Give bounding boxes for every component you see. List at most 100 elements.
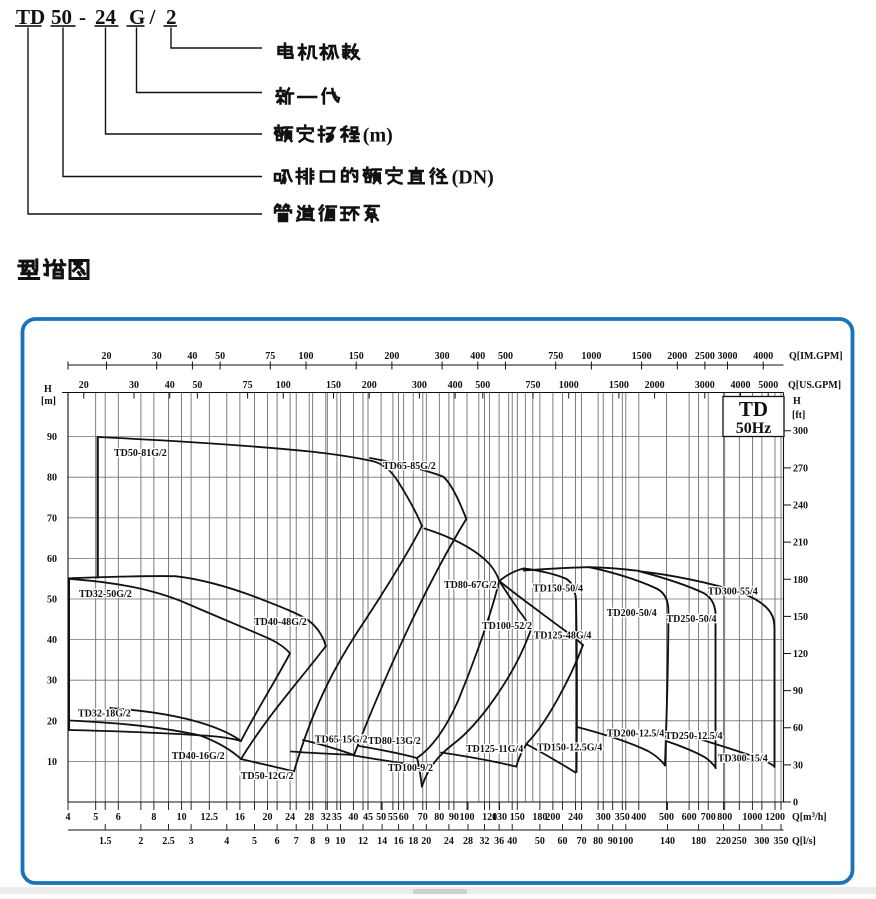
svg-text:40: 40 bbox=[187, 351, 197, 362]
svg-text:90: 90 bbox=[449, 812, 459, 823]
svg-text:35: 35 bbox=[332, 812, 342, 823]
svg-text:300: 300 bbox=[412, 380, 427, 391]
svg-text:[m]: [m] bbox=[41, 396, 56, 407]
svg-text:220: 220 bbox=[716, 836, 731, 847]
svg-text:70: 70 bbox=[418, 812, 428, 823]
svg-text:400: 400 bbox=[631, 812, 646, 823]
svg-text:300: 300 bbox=[754, 836, 769, 847]
svg-text:350: 350 bbox=[774, 836, 789, 847]
svg-text:50: 50 bbox=[376, 812, 386, 823]
svg-text:TD125-11G/4: TD125-11G/4 bbox=[466, 744, 523, 755]
svg-text:TD150-50/4: TD150-50/4 bbox=[533, 584, 583, 595]
svg-text:120: 120 bbox=[793, 649, 808, 660]
svg-text:7: 7 bbox=[294, 836, 299, 847]
svg-text:80: 80 bbox=[593, 836, 603, 847]
svg-text:TD: TD bbox=[16, 5, 45, 29]
svg-text:TD32-18G/2: TD32-18G/2 bbox=[78, 709, 131, 720]
svg-text:9: 9 bbox=[325, 836, 330, 847]
svg-text:TD150-12.5G/4: TD150-12.5G/4 bbox=[537, 743, 602, 754]
svg-text:Q[l/s]: Q[l/s] bbox=[792, 836, 816, 847]
svg-text:3: 3 bbox=[189, 836, 194, 847]
svg-text:30: 30 bbox=[47, 676, 57, 687]
svg-text:32: 32 bbox=[321, 812, 331, 823]
svg-text:90: 90 bbox=[608, 836, 618, 847]
svg-text:240: 240 bbox=[793, 501, 808, 512]
svg-text:24: 24 bbox=[95, 5, 117, 29]
svg-text:10: 10 bbox=[335, 836, 345, 847]
svg-text:36: 36 bbox=[494, 836, 504, 847]
svg-text:1000: 1000 bbox=[581, 351, 601, 362]
svg-text:4000: 4000 bbox=[753, 351, 773, 362]
svg-text:4: 4 bbox=[66, 812, 71, 823]
svg-text:70: 70 bbox=[577, 836, 587, 847]
svg-text:TD300-55/4: TD300-55/4 bbox=[708, 587, 758, 598]
svg-text:140: 140 bbox=[660, 836, 675, 847]
svg-text:210: 210 bbox=[793, 538, 808, 549]
svg-text:50Hz: 50Hz bbox=[736, 420, 772, 437]
svg-text:250: 250 bbox=[732, 836, 747, 847]
svg-text:Q[US.GPM]: Q[US.GPM] bbox=[788, 380, 841, 391]
svg-text:28: 28 bbox=[463, 836, 473, 847]
svg-text:TD50-12G/2: TD50-12G/2 bbox=[241, 771, 294, 782]
svg-text:H: H bbox=[793, 396, 801, 407]
svg-text:150: 150 bbox=[326, 380, 341, 391]
svg-text:200: 200 bbox=[384, 351, 399, 362]
svg-text:6: 6 bbox=[275, 836, 280, 847]
svg-text:150: 150 bbox=[510, 812, 525, 823]
svg-text:400: 400 bbox=[470, 351, 485, 362]
svg-text:TD65-85G/2: TD65-85G/2 bbox=[383, 461, 436, 472]
svg-text:270: 270 bbox=[793, 463, 808, 474]
svg-text:150: 150 bbox=[349, 351, 364, 362]
svg-text:60: 60 bbox=[399, 812, 409, 823]
svg-text:240: 240 bbox=[568, 812, 583, 823]
svg-text:5: 5 bbox=[93, 812, 98, 823]
svg-text:20: 20 bbox=[421, 836, 431, 847]
svg-text:TD250-12.5/4: TD250-12.5/4 bbox=[665, 731, 723, 742]
svg-text:50: 50 bbox=[192, 380, 202, 391]
svg-text:1500: 1500 bbox=[632, 351, 652, 362]
svg-text:800: 800 bbox=[717, 812, 732, 823]
svg-text:50: 50 bbox=[51, 5, 72, 29]
svg-text:100: 100 bbox=[299, 351, 314, 362]
svg-text:32: 32 bbox=[480, 836, 490, 847]
svg-text:TD200-50/4: TD200-50/4 bbox=[607, 608, 657, 619]
svg-text:2000: 2000 bbox=[645, 380, 665, 391]
svg-text:1500: 1500 bbox=[609, 380, 629, 391]
svg-text:TD40-16G/2: TD40-16G/2 bbox=[172, 751, 225, 762]
svg-text:50: 50 bbox=[215, 351, 225, 362]
svg-text:[ft]: [ft] bbox=[792, 410, 805, 421]
svg-text:40: 40 bbox=[348, 812, 358, 823]
svg-text:10: 10 bbox=[177, 812, 187, 823]
svg-text:5000: 5000 bbox=[758, 380, 778, 391]
svg-text:20: 20 bbox=[47, 716, 57, 727]
svg-text:2.5: 2.5 bbox=[162, 836, 175, 847]
svg-text:6: 6 bbox=[116, 812, 121, 823]
svg-text:12: 12 bbox=[358, 836, 368, 847]
svg-text:10: 10 bbox=[47, 757, 57, 768]
svg-text:200: 200 bbox=[362, 380, 377, 391]
svg-text:400: 400 bbox=[448, 380, 463, 391]
svg-text:750: 750 bbox=[548, 351, 563, 362]
svg-text:14: 14 bbox=[377, 836, 387, 847]
svg-text:75: 75 bbox=[265, 351, 275, 362]
svg-text:24: 24 bbox=[285, 812, 295, 823]
svg-text:20: 20 bbox=[102, 351, 112, 362]
svg-text:TD100-52/2: TD100-52/2 bbox=[482, 621, 532, 632]
svg-text:40: 40 bbox=[165, 380, 175, 391]
svg-text:500: 500 bbox=[498, 351, 513, 362]
svg-text:60: 60 bbox=[558, 836, 568, 847]
svg-text:30: 30 bbox=[152, 351, 162, 362]
svg-text:60: 60 bbox=[793, 723, 803, 734]
svg-text:200: 200 bbox=[545, 812, 560, 823]
svg-text:20: 20 bbox=[79, 380, 89, 391]
svg-text:/: / bbox=[149, 5, 157, 29]
svg-text:30: 30 bbox=[129, 380, 139, 391]
svg-text:TD: TD bbox=[739, 397, 768, 421]
svg-text:1200: 1200 bbox=[765, 812, 785, 823]
svg-text:100: 100 bbox=[460, 812, 475, 823]
svg-text:50: 50 bbox=[535, 836, 545, 847]
svg-text:8: 8 bbox=[151, 812, 156, 823]
svg-text:750: 750 bbox=[526, 380, 541, 391]
svg-text:TD250-50/4: TD250-50/4 bbox=[667, 614, 717, 625]
svg-text:45: 45 bbox=[363, 812, 373, 823]
